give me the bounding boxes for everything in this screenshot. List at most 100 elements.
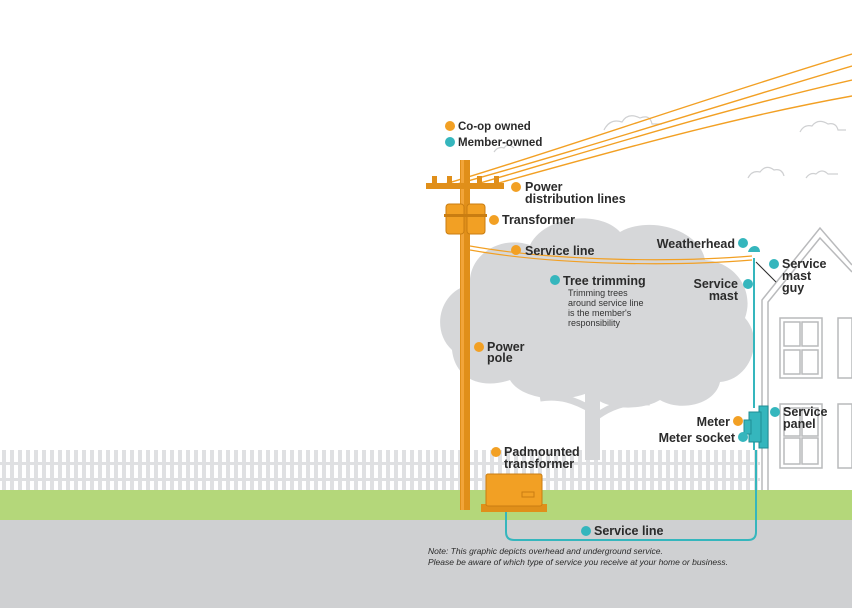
- power-pole-label-2: pole: [487, 351, 513, 365]
- fence-picket: [522, 450, 526, 490]
- fence-picket: [578, 450, 582, 490]
- tree-trimming-note-1: Trimming trees: [568, 288, 628, 298]
- fence-picket: [18, 450, 22, 490]
- fence-picket: [738, 450, 742, 490]
- fence-picket: [690, 450, 694, 490]
- power-lines-label-2: distribution lines: [525, 192, 626, 206]
- padmount-dot: [491, 447, 501, 457]
- fence-picket: [714, 450, 718, 490]
- meter-socket-label: Meter socket: [658, 431, 735, 445]
- fence-picket: [170, 450, 174, 490]
- fence-picket: [442, 450, 446, 490]
- fence-picket: [530, 450, 534, 490]
- picket-fence: [0, 450, 760, 490]
- fence-picket: [618, 450, 622, 490]
- fence-picket: [746, 450, 750, 490]
- clouds: [493, 115, 846, 179]
- fence-picket: [346, 450, 350, 490]
- fence-picket: [114, 450, 118, 490]
- fence-picket: [546, 450, 550, 490]
- fence-picket: [226, 450, 230, 490]
- fence-picket: [378, 450, 382, 490]
- weatherhead-label: Weatherhead: [656, 237, 735, 251]
- fence-picket: [10, 450, 14, 490]
- fence-picket: [402, 450, 406, 490]
- service-line-underground: [505, 450, 757, 541]
- transformer-dot: [489, 215, 499, 225]
- fence-picket: [322, 450, 326, 490]
- fence-picket: [362, 450, 366, 490]
- fence-picket: [194, 450, 198, 490]
- fence-picket: [138, 450, 142, 490]
- fence-picket: [82, 450, 86, 490]
- service-line-top-dot: [511, 245, 521, 255]
- tree-trimming-label: Tree trimming: [563, 274, 646, 288]
- legend-member-label: Member-owned: [458, 137, 543, 149]
- power-pole-dot: [474, 342, 484, 352]
- fence-picket: [650, 450, 654, 490]
- fence-picket: [106, 450, 110, 490]
- service-mast-label-2: mast: [708, 289, 738, 303]
- fence-picket: [154, 450, 158, 490]
- fence-picket: [610, 450, 614, 490]
- service-line-bottom-dot: [581, 526, 591, 536]
- fence-picket: [514, 450, 518, 490]
- fence-picket: [74, 450, 78, 490]
- tree-trimming-note-2: around service line: [568, 298, 644, 308]
- fence-picket: [594, 450, 598, 490]
- fence-picket: [674, 450, 678, 490]
- fence-picket: [186, 450, 190, 490]
- fence-picket: [58, 450, 62, 490]
- fence-picket: [146, 450, 150, 490]
- power-distribution-lines-graphic: [431, 53, 852, 189]
- meter-socket-dot: [738, 432, 748, 442]
- fence-picket: [570, 450, 574, 490]
- service-panel-label-1: Service: [783, 405, 828, 419]
- fence-picket: [242, 450, 246, 490]
- fence-picket: [490, 450, 494, 490]
- fence-picket: [426, 450, 430, 490]
- fence-picket: [418, 450, 422, 490]
- meter-label: Meter: [696, 415, 730, 429]
- power-pole-label-1: Power: [487, 340, 525, 354]
- legend-member-dot: [445, 137, 455, 147]
- fence-picket: [410, 450, 414, 490]
- fence-picket: [450, 450, 454, 490]
- fence-picket: [266, 450, 270, 490]
- grass: [0, 490, 852, 520]
- house-outline: [761, 226, 852, 490]
- service-line-top-label: Service line: [525, 244, 595, 258]
- fence-picket: [554, 450, 558, 490]
- fence-picket: [682, 450, 686, 490]
- fence-picket: [482, 450, 486, 490]
- fence-picket: [122, 450, 126, 490]
- tree-trimming-note-4: responsibility: [568, 318, 621, 328]
- fence-picket: [298, 450, 302, 490]
- fence-picket: [50, 450, 54, 490]
- fence-picket: [370, 450, 374, 490]
- power-lines-dot: [511, 182, 521, 192]
- fence-picket: [498, 450, 502, 490]
- weatherhead-dot: [738, 238, 748, 248]
- fence-picket: [130, 450, 134, 490]
- fence-picket: [338, 450, 342, 490]
- fence-picket: [66, 450, 70, 490]
- mast-guy-label-3: guy: [782, 281, 805, 295]
- meter-dot: [733, 416, 743, 426]
- tree: [440, 218, 755, 460]
- service-mast-dot: [743, 279, 753, 289]
- note-line-2: Please be aware of which type of service…: [428, 557, 729, 567]
- transformer-label: Transformer: [502, 213, 575, 227]
- padmount-label-1: Padmounted: [504, 445, 580, 459]
- fence-picket: [26, 450, 30, 490]
- fence-picket: [354, 450, 358, 490]
- fence-picket: [290, 450, 294, 490]
- fence-picket: [474, 450, 478, 490]
- fence-picket: [98, 450, 102, 490]
- fence-picket: [210, 450, 214, 490]
- padmounted-transformer-graphic: [481, 473, 547, 512]
- fence-picket: [634, 450, 638, 490]
- fence-picket: [202, 450, 206, 490]
